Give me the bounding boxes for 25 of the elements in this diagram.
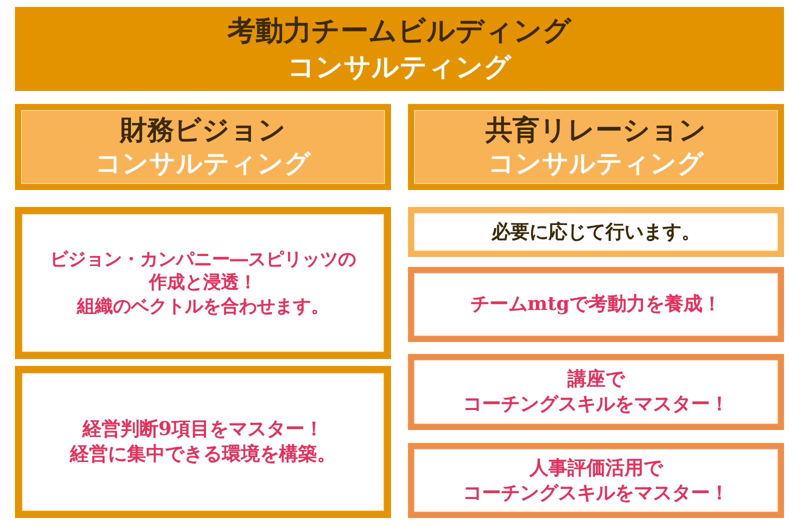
description-text: 経営判断9項目をマスター！ — [82, 417, 324, 442]
description-text: コーチングスキルをマスター！ — [463, 480, 729, 506]
category-header — [408, 104, 784, 190]
heading-text: 共育リレーション — [486, 114, 706, 148]
category-header — [15, 104, 391, 190]
info-box — [15, 207, 391, 359]
info-box — [408, 267, 784, 342]
description-text: 講座で — [568, 367, 624, 392]
description-text: 人事評価活用で — [530, 456, 662, 480]
description-text: 組織のベクトルを合わせます。 — [77, 294, 329, 318]
info-box — [408, 443, 784, 518]
info-box — [408, 354, 784, 430]
heading-text: 財務ビジョン — [120, 114, 286, 148]
subtitle-text: コンサルティング — [288, 50, 512, 85]
title-text: 考動力チームビルディング — [228, 13, 572, 50]
info-box — [15, 366, 391, 518]
description-text: 経営に集中できる環境を構築。 — [70, 442, 336, 467]
description-text: ビジョン・カンパニー―スピリッツの作成と浸透！ — [49, 248, 357, 295]
title-banner — [15, 7, 784, 91]
note-text: 必要に応じて行います。 — [492, 220, 700, 244]
note-box — [408, 207, 784, 257]
description-text: コーチングスキルをマスター！ — [463, 392, 729, 417]
subheading-text: コンサルティング — [488, 148, 704, 181]
description-text: チームmtgで考動力を養成！ — [470, 292, 722, 317]
subheading-text: コンサルティング — [95, 148, 311, 181]
